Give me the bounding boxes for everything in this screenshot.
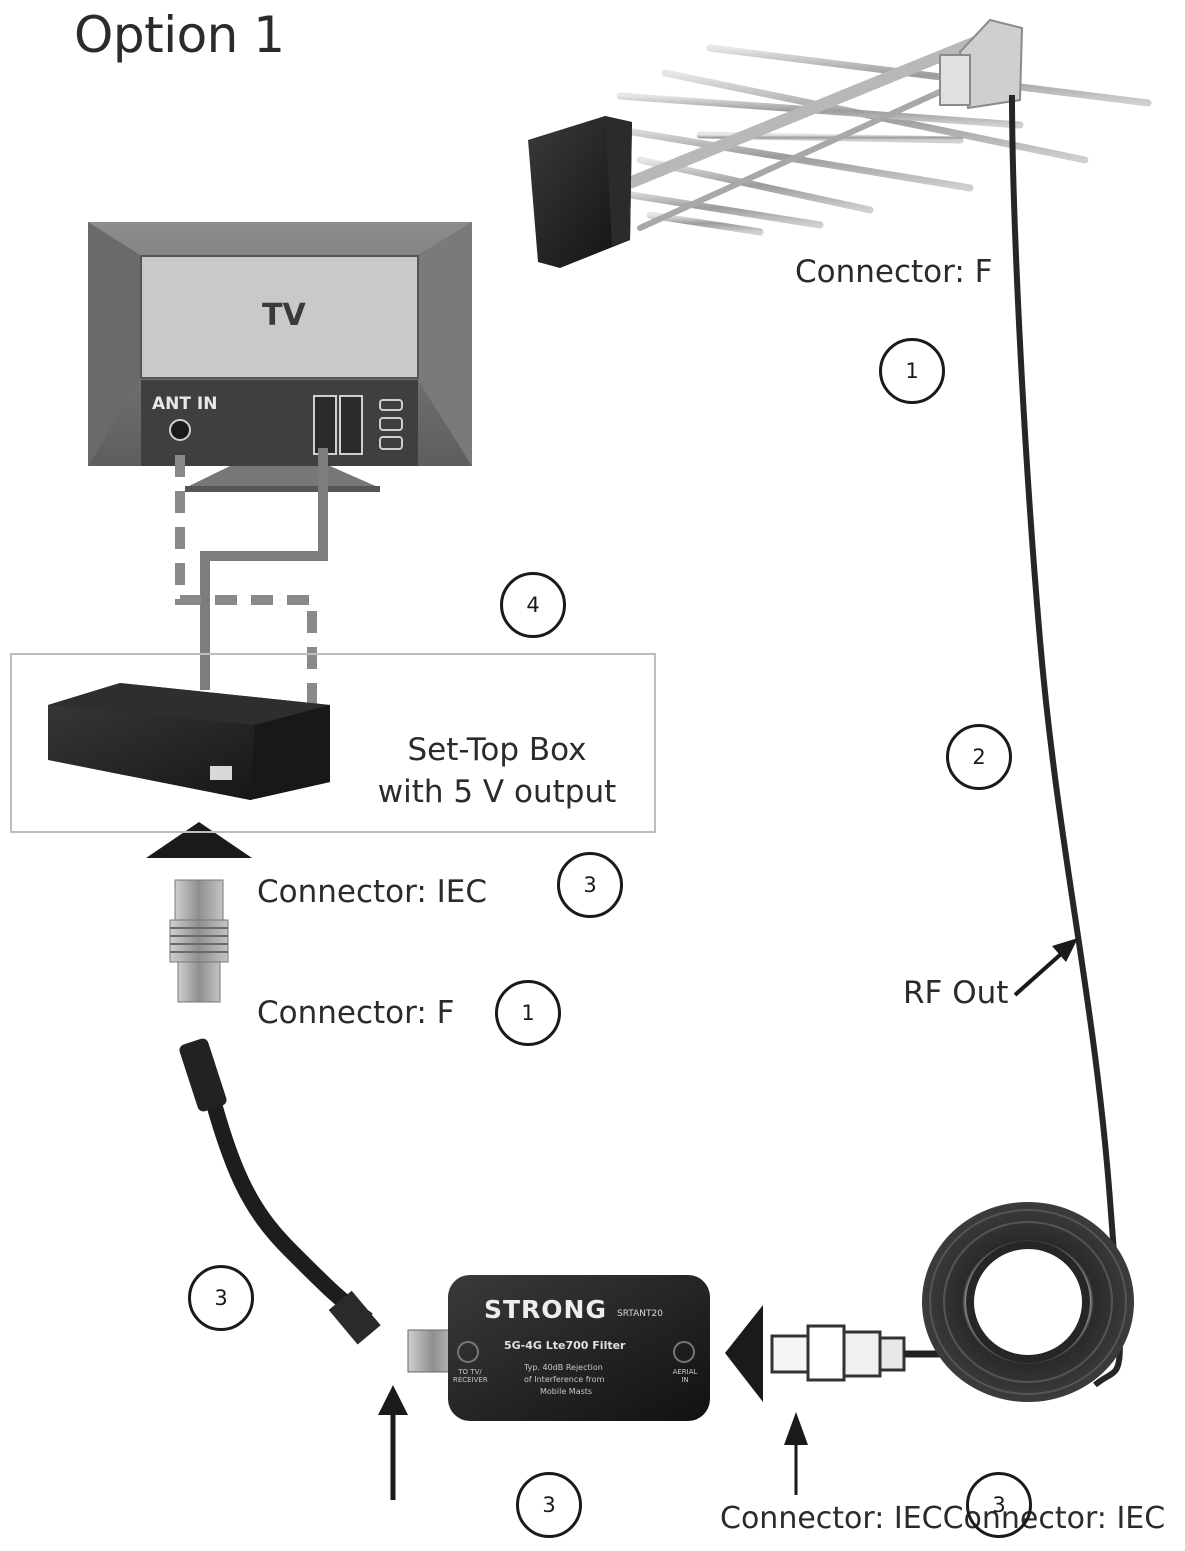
set-top-box-label-line1: Set-Top Box	[407, 732, 587, 768]
filter-left-port-label: TO TV/ RECEIVER	[453, 1368, 488, 1384]
bottom-connector-label: Connector: IECConnector: IEC	[720, 1501, 1166, 1536]
rf-loop-cable	[175, 455, 317, 705]
tv-image	[88, 222, 472, 492]
output-arrow-icon	[725, 1305, 763, 1402]
step-badge-adapter-f: 1	[495, 980, 561, 1046]
step-badge-antenna-cable: 1	[879, 338, 945, 404]
step-badge-long-cable: 2	[946, 724, 1012, 790]
filter-desc-line3: Mobile Masts	[540, 1387, 593, 1396]
set-top-box-image	[48, 683, 330, 800]
filter-input-arrow-head-icon	[378, 1385, 408, 1415]
iec-plug-image	[770, 1324, 1000, 1382]
set-top-box-frame	[10, 653, 656, 833]
step-badge-filter-bottom: 3	[516, 1472, 582, 1538]
tv-screen-label: TV	[262, 298, 306, 333]
filter-right-port-label: AERIAL IN	[672, 1368, 698, 1384]
filter-desc-line2: of Interference from	[524, 1375, 605, 1384]
step-badge-tv-link: 4	[500, 572, 566, 638]
filter-device-image	[407, 1275, 710, 1421]
input-arrow-icon	[146, 822, 252, 858]
step-badge-pigtail: 3	[188, 1265, 254, 1331]
filter-desc-line1: Typ. 40dB Rejection	[524, 1363, 603, 1372]
set-top-box-label: Set-Top Box with 5 V output	[372, 729, 622, 813]
set-top-box-label-line2: with 5 V output	[377, 774, 617, 810]
filter-subtitle: 5G-4G Lte700 Filter	[504, 1339, 626, 1352]
iec-f-adapter-image	[169, 879, 229, 1003]
pigtail-cable-image	[179, 1038, 381, 1345]
ant-in-label: ANT IN	[152, 394, 218, 414]
antenna-image	[528, 18, 1152, 268]
adapter-iec-label: Connector: IEC	[257, 874, 488, 910]
scart-cable	[200, 448, 328, 690]
step-badge-adapter-iec: 3	[557, 852, 623, 918]
rf-out-label: RF Out	[903, 975, 1009, 1011]
antenna-cable	[1009, 94, 1123, 1388]
filter-model: SRTANT20	[617, 1309, 663, 1319]
antenna-connector-label: Connector: F	[795, 254, 993, 290]
step-badge-bottom-right: 3	[966, 1472, 1032, 1538]
cable-coil-image	[922, 1202, 1134, 1402]
adapter-f-label: Connector: F	[257, 995, 455, 1031]
plug-arrow-head-icon	[784, 1412, 808, 1445]
filter-brand: STRONG	[484, 1295, 608, 1324]
page-title: Option 1	[74, 6, 285, 64]
rf-out-arrow-head-icon	[1052, 938, 1078, 962]
